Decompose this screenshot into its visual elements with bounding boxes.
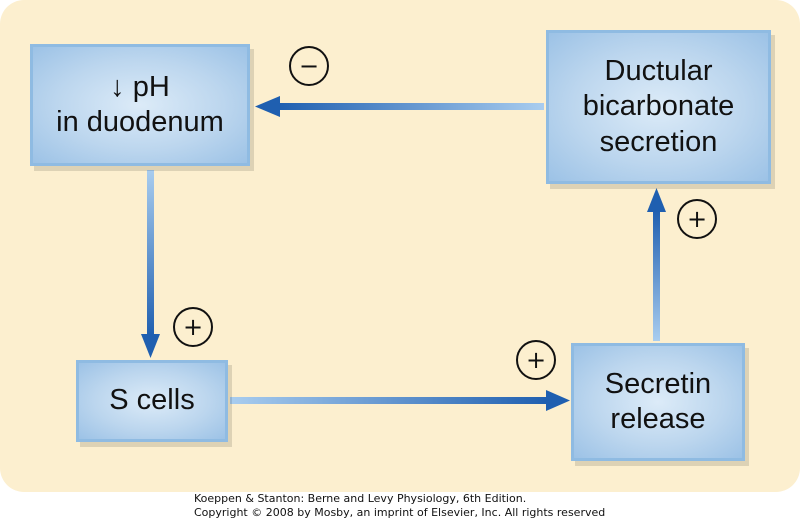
node-s-cells-label: S cells — [109, 384, 195, 417]
credit-line-copyright: Copyright © 2008 by Mosby, an imprint of… — [194, 506, 606, 519]
node-secretin-release: Secretin release — [571, 343, 745, 461]
node-low-ph-duodenum: ↓ pH in duodenum — [30, 44, 250, 166]
node-ductular-label: Ductular bicarbonate secretion — [582, 54, 735, 158]
stimulation-sign-secretin-ductular: + — [677, 199, 717, 239]
node-low-ph-label: ↓ pH in duodenum — [56, 70, 224, 138]
arrow-ph-to-scells — [141, 170, 160, 358]
inhibition-sign-minus: − — [289, 46, 329, 86]
stimulation-sign-ph-scells: + — [173, 307, 213, 347]
arrow-scells-to-secretin — [230, 390, 570, 411]
node-s-cells: S cells — [76, 360, 228, 442]
figure-credit: Koeppen & Stanton: Berne and Levy Physio… — [194, 492, 634, 520]
stimulation-sign-scells-secretin: + — [516, 340, 556, 380]
arrow-ductular-to-ph — [255, 96, 544, 117]
credit-line-source: Koeppen & Stanton: Berne and Levy Physio… — [194, 492, 527, 505]
arrow-secretin-to-ductular — [647, 188, 666, 341]
node-ductular-bicarbonate-secretion: Ductular bicarbonate secretion — [546, 30, 771, 184]
node-secretin-label: Secretin release — [604, 367, 712, 435]
